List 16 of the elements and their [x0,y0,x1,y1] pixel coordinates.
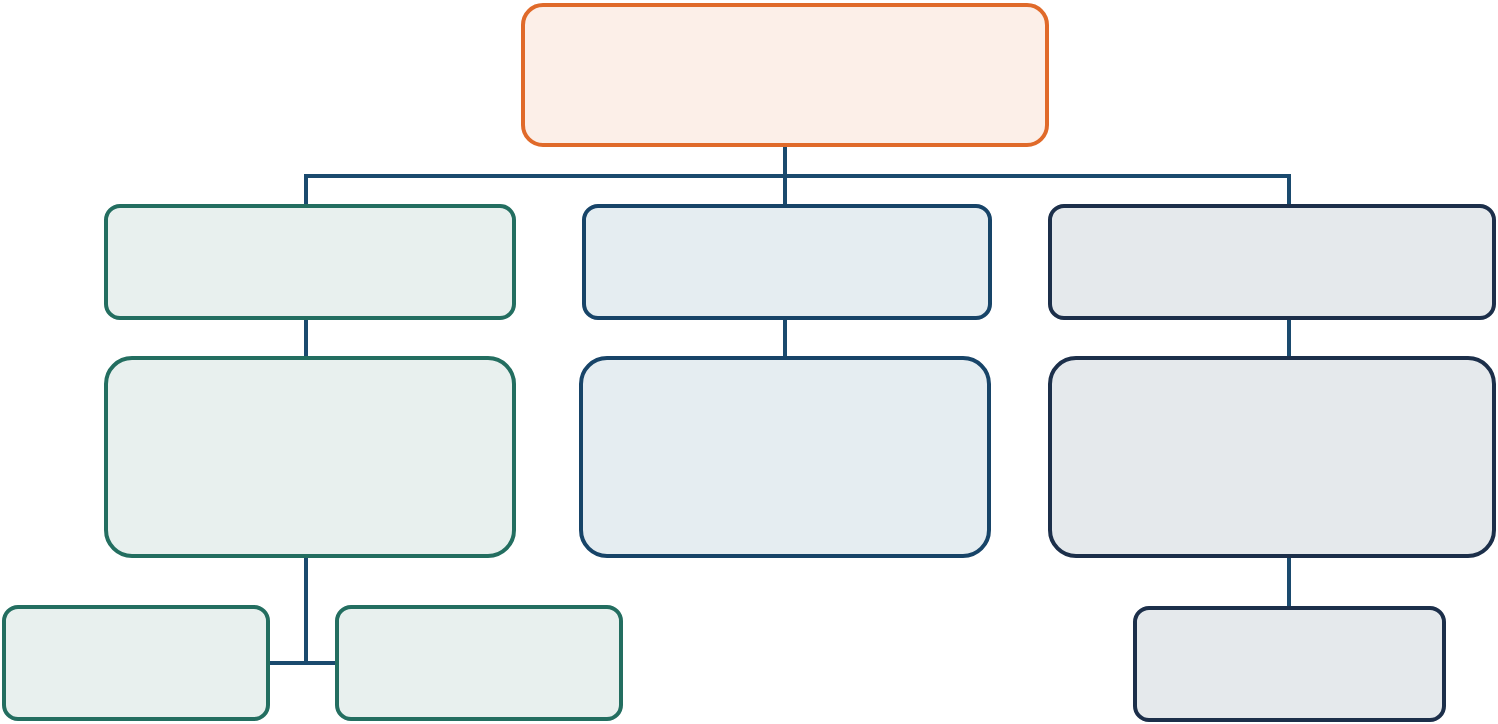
rounded-box [2,605,270,721]
rounded-box [1133,606,1446,722]
connector-line [783,147,1291,204]
rounded-box [1048,204,1496,320]
rounded-box [104,356,516,558]
connector-line [783,320,787,356]
rounded-box [1048,356,1496,558]
rounded-box [104,204,516,320]
connector-line [304,558,335,665]
rounded-box [582,204,992,320]
connector-line [1287,320,1291,356]
connector-line [1287,558,1291,606]
rounded-box [521,3,1049,147]
connector-line [304,320,308,356]
rounded-box [579,356,991,558]
rounded-box [335,605,623,721]
